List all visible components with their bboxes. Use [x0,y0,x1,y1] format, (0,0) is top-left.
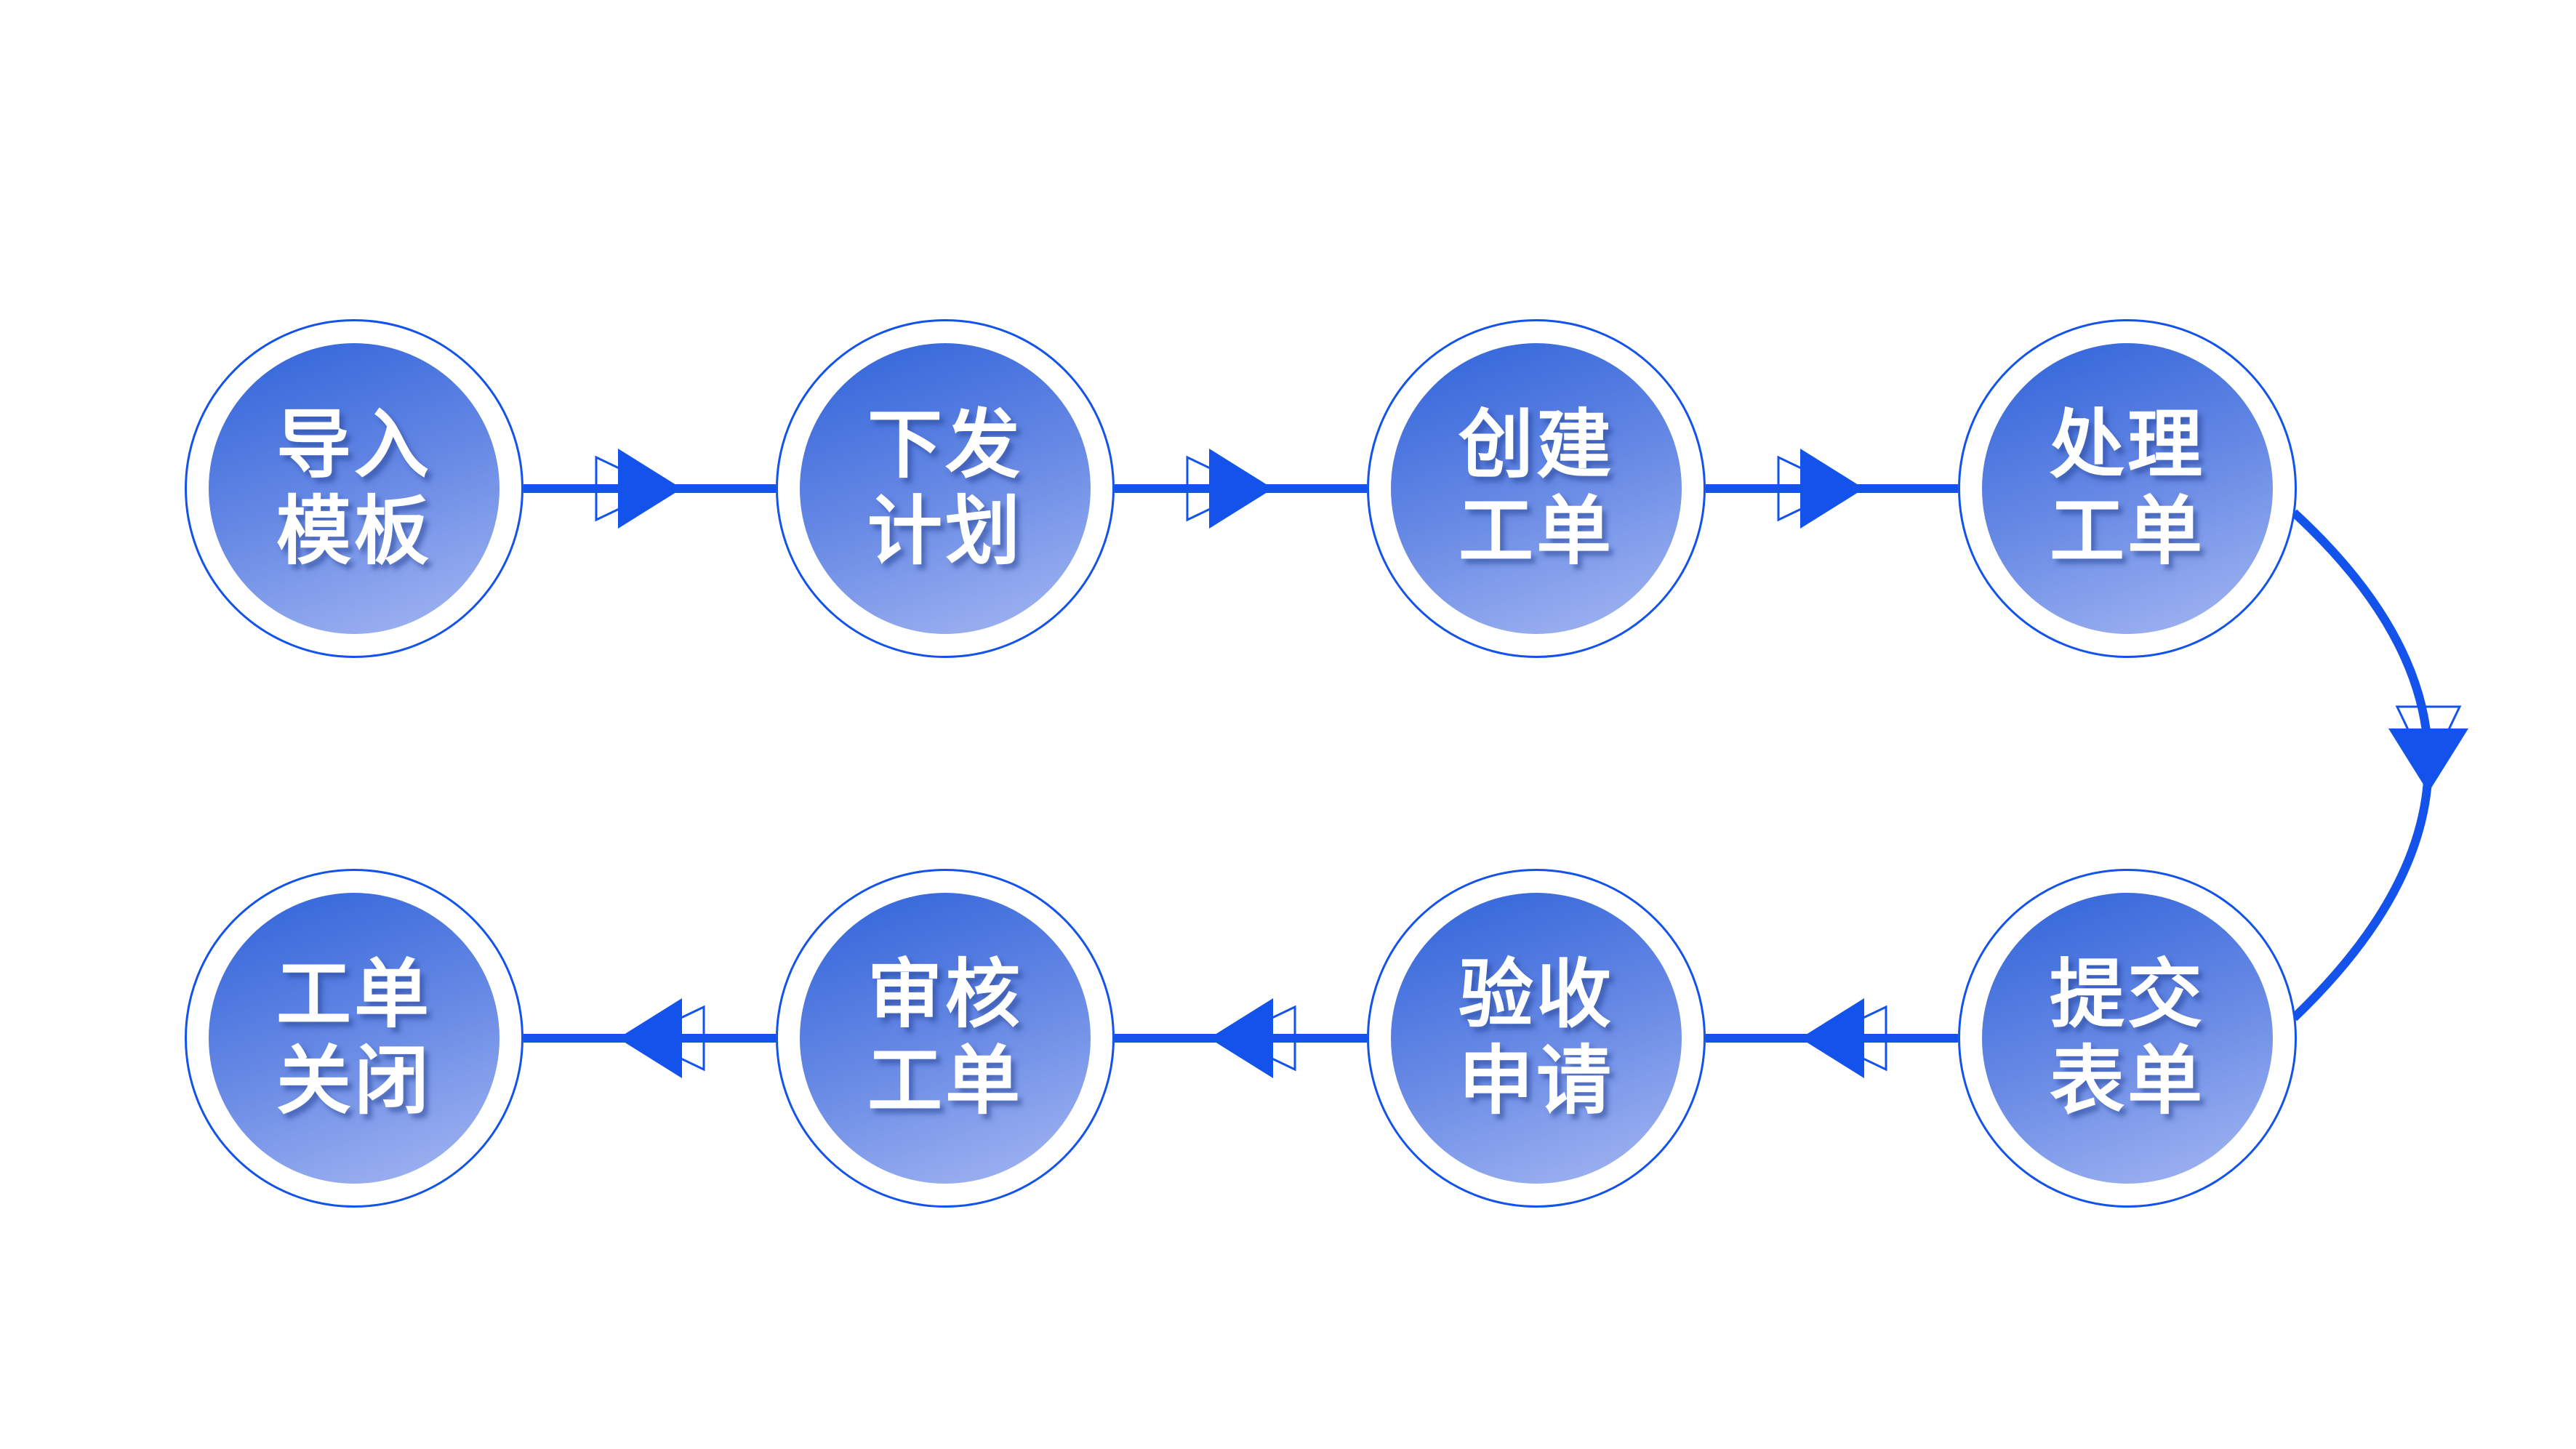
arrowhead-outline-icon [595,455,665,522]
edge-submit-form-to-acceptance-request [1706,998,1958,1078]
node-process-order: 处理 工单 [1958,319,2297,658]
node-label-line2: 表单 [2050,1037,2205,1125]
node-circle: 创建 工单 [1391,343,1682,634]
arrowhead-left-icon [1800,998,1864,1078]
node-label-line1: 导入 [276,401,432,489]
edge-issue-plan-to-create-order [1115,449,1367,529]
arrowhead-outline-icon [2395,705,2462,775]
node-label-line2: 申请 [1458,1037,1614,1125]
arrowhead-right-icon [1209,449,1273,529]
node-review-order: 审核 工单 [776,869,1115,1208]
node-circle: 下发 计划 [800,343,1091,634]
node-circle: 提交 表单 [1982,893,2273,1184]
node-label-line1: 下发 [867,401,1023,489]
node-import-template: 导入 模板 [185,319,523,658]
edge-acceptance-request-to-review-order [1115,998,1367,1078]
node-label-line2: 关闭 [276,1037,432,1125]
node-label-line2: 工单 [867,1037,1023,1125]
node-label-line1: 提交 [2050,950,2205,1038]
edge-review-order-to-close-order [523,998,776,1078]
node-circle: 处理 工单 [1982,343,2273,634]
node-create-order: 创建 工单 [1367,319,1706,658]
connector-curve [2290,509,2433,1021]
arrowhead-outline-icon [635,1005,705,1072]
arrowhead-left-icon [618,998,682,1078]
arrowhead-outline-icon [1818,1005,1887,1072]
node-circle: 审核 工单 [800,893,1091,1184]
node-label-line2: 模板 [276,488,432,575]
arrowhead-right-icon [1800,449,1864,529]
arrowhead-down-icon [2388,728,2468,792]
node-circle: 工单 关闭 [209,893,499,1184]
arrowhead-right-icon [618,449,682,529]
arrowhead-outline-icon [1227,1005,1296,1072]
node-label-line2: 工单 [2050,488,2205,575]
node-label-line2: 工单 [1458,488,1614,575]
edge-create-order-to-process-order [1706,449,1958,529]
node-acceptance-request: 验收 申请 [1367,869,1706,1208]
node-label-line1: 审核 [867,950,1023,1038]
arrowhead-outline-icon [1777,455,1847,522]
node-label-line1: 处理 [2050,401,2205,489]
edge-import-template-to-issue-plan [523,449,776,529]
node-close-order: 工单 关闭 [185,869,523,1208]
node-submit-form: 提交 表单 [1958,869,2297,1208]
edge-process-order-to-submit-form [2290,509,2468,1021]
arrowhead-outline-icon [1186,455,1256,522]
arrowhead-left-icon [1209,998,1273,1078]
node-circle: 导入 模板 [209,343,499,634]
node-label-line1: 创建 [1458,401,1614,489]
node-label-line2: 计划 [867,488,1023,575]
node-label-line1: 工单 [276,950,432,1038]
node-issue-plan: 下发 计划 [776,319,1115,658]
node-label-line1: 验收 [1458,950,1614,1038]
node-circle: 验收 申请 [1391,893,1682,1184]
